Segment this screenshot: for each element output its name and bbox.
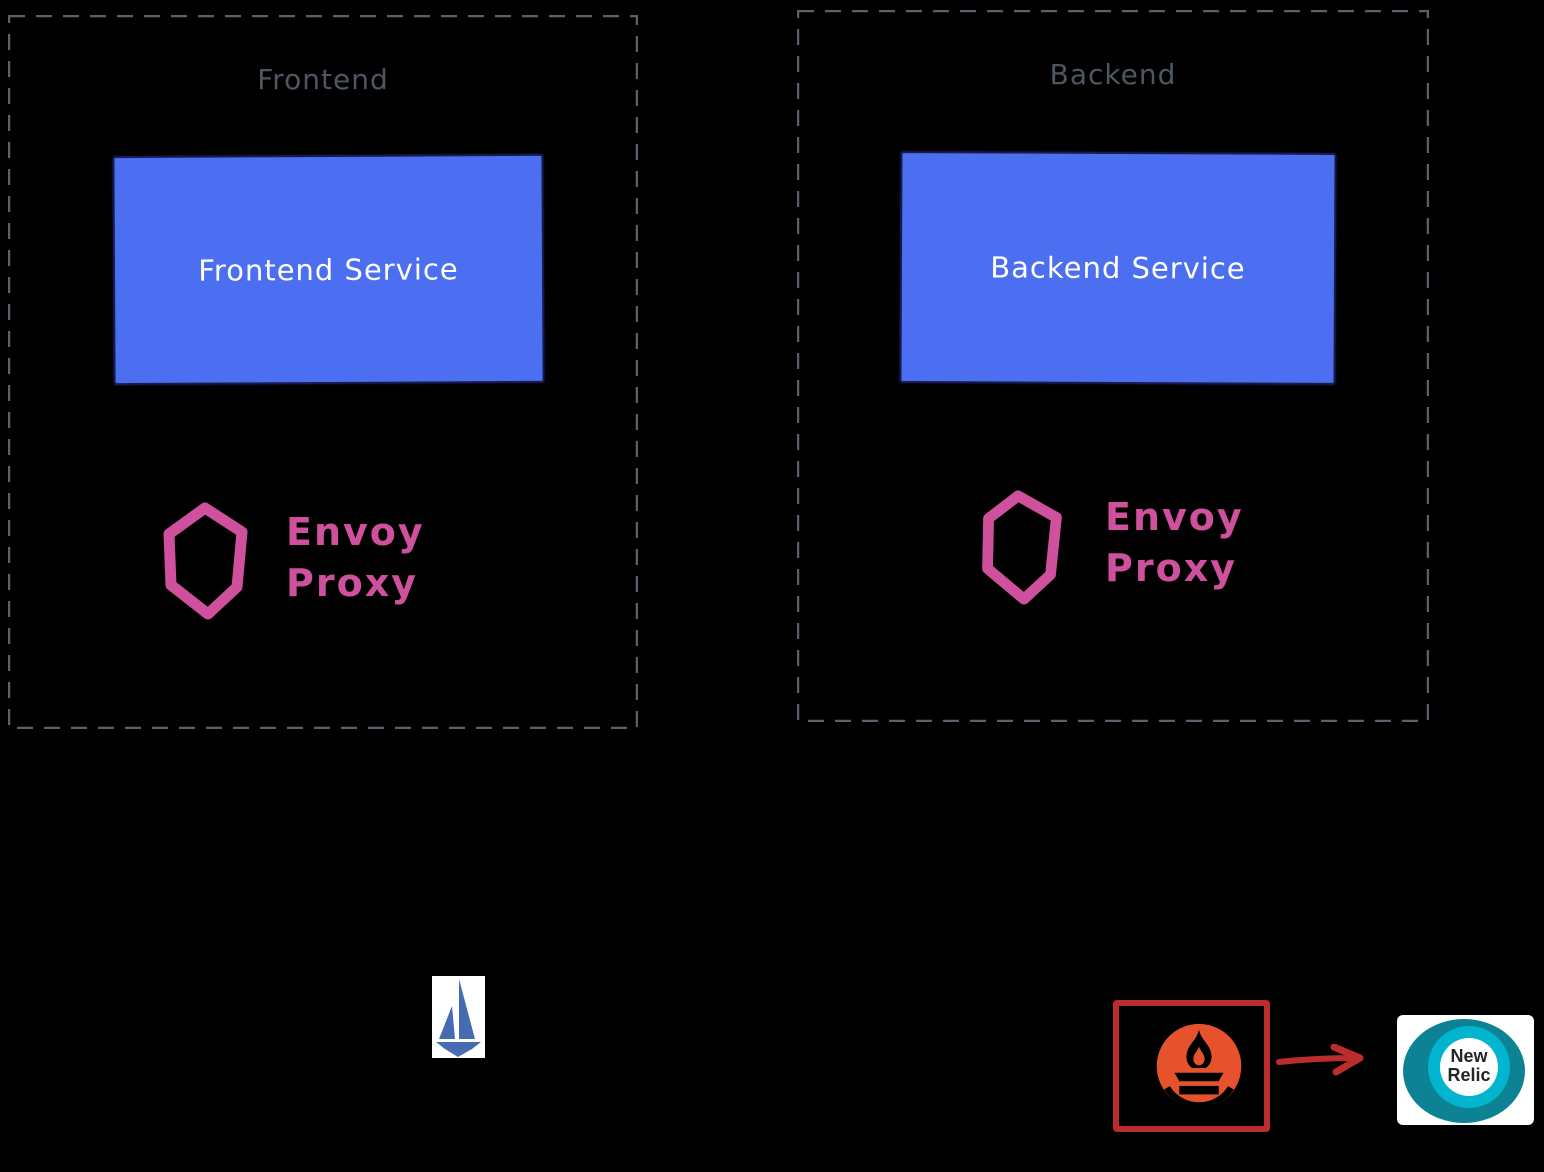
- envoy-label-line2: Proxy: [1105, 546, 1237, 590]
- envoy-label-line1: Envoy: [1105, 495, 1244, 539]
- backend-service-box: Backend Service: [899, 151, 1337, 385]
- frontend-dashed-border: [8, 15, 638, 729]
- backend-group: Backend Backend Service Envoy Proxy: [797, 10, 1429, 722]
- newrelic-text-line2: Relic: [1447, 1065, 1490, 1085]
- envoy-label-line2: Proxy: [286, 561, 418, 605]
- frontend-group: Frontend Frontend Service Envoy Proxy: [8, 15, 638, 729]
- backend-group-title: Backend: [1049, 58, 1177, 91]
- backend-service-label: Backend Service: [990, 250, 1246, 286]
- envoy-label-line1: Envoy: [286, 510, 425, 554]
- arrow-right-icon: [1276, 1044, 1364, 1076]
- newrelic-text-line1: New: [1450, 1046, 1488, 1066]
- frontend-group-title: Frontend: [257, 63, 389, 96]
- newrelic-ring-icon: New Relic: [1397, 1015, 1534, 1125]
- envoy-hexagon-icon: [163, 502, 248, 620]
- prometheus-red-box: [1113, 1000, 1270, 1132]
- frontend-envoy-label: Envoy Proxy: [286, 507, 425, 609]
- envoy-hexagon-icon: [982, 490, 1062, 605]
- istio-sailboat-icon: [432, 976, 485, 1058]
- backend-dashed-border: [797, 10, 1429, 722]
- backend-envoy-label: Envoy Proxy: [1105, 492, 1244, 594]
- frontend-service-box: Frontend Service: [112, 153, 545, 386]
- frontend-service-label: Frontend Service: [198, 251, 459, 288]
- prometheus-torch-icon: [1153, 1023, 1245, 1116]
